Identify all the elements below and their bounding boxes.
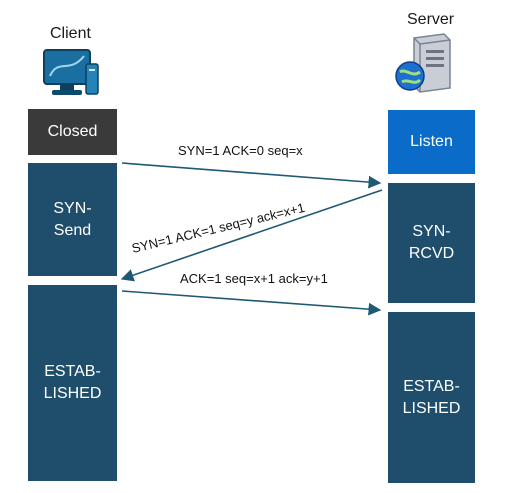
desktop-computer-icon bbox=[43, 49, 99, 95]
server-state-syn-rcvd: SYN- RCVD bbox=[388, 183, 475, 303]
client-state-established: ESTAB- LISHED bbox=[28, 285, 117, 481]
syn-arrow bbox=[121, 162, 382, 189]
client-state-closed: Closed bbox=[28, 109, 117, 155]
syn-ack-message-label: SYN=1 ACK=1 seq=y ack=x+1 bbox=[130, 200, 306, 256]
server-globe-icon bbox=[395, 33, 451, 93]
syn-message: SYN=1 ACK=0 seq=x bbox=[121, 143, 382, 189]
syn-message-label: SYN=1 ACK=0 seq=x bbox=[178, 143, 303, 158]
ack-message-label: ACK=1 seq=x+1 ack=y+1 bbox=[180, 271, 328, 286]
server-state-established: ESTAB- LISHED bbox=[388, 312, 475, 483]
ack-message: ACK=1 seq=x+1 ack=y+1 bbox=[121, 271, 382, 316]
client-label: Client bbox=[50, 25, 91, 42]
ack-arrow bbox=[121, 290, 382, 316]
syn-ack-message: SYN=1 ACK=1 seq=y ack=x+1 bbox=[120, 189, 383, 282]
client-state-syn-send: SYN- Send bbox=[28, 163, 117, 276]
server-label: Server bbox=[407, 11, 455, 28]
server-state-listen: Listen bbox=[388, 110, 475, 174]
syn-ack-arrow bbox=[120, 189, 383, 282]
